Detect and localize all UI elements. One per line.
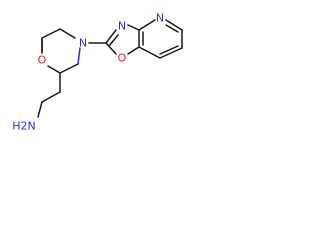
- bond-c2-o: [47, 65, 61, 74]
- atom-amine: H2N: [12, 120, 36, 133]
- bond-c7a-o1: [127, 46, 140, 55]
- atom-oxazole-nitrogen: N: [118, 20, 126, 33]
- structure-diagram: O N N O N H2N: [0, 0, 193, 146]
- atom-pyridine-nitrogen: N: [156, 12, 164, 25]
- bond-n4-c5: [165, 19, 183, 31]
- bond-c-c-top: [41, 28, 61, 39]
- bond-c6-c7: [159, 47, 183, 59]
- bond-c6-c7-double: [159, 45, 179, 55]
- bond-ch2-nh2: [37, 101, 43, 118]
- atom-morpholine-oxygen: O: [38, 54, 47, 67]
- bond-n3-c3a: [127, 24, 140, 31]
- bond-ch2-ch2: [41, 91, 61, 103]
- bond-o1-c2: [105, 42, 117, 55]
- bond-c7-c7a: [138, 46, 161, 59]
- bond-n4-c5-double: [165, 24, 179, 33]
- bond-c-c2: [59, 63, 79, 74]
- bond-c-n-top: [59, 28, 76, 39]
- atom-morpholine-nitrogen: N: [79, 37, 87, 50]
- bond-n-ring-right: [77, 47, 81, 65]
- atom-oxazole-oxygen: O: [118, 52, 127, 65]
- bond-c2-n3-double: [108, 34, 119, 47]
- molecule-canvas: O N N O N H2N: [12, 12, 183, 133]
- bond-c3a-n4: [138, 19, 156, 31]
- bond-c2-n3: [105, 29, 117, 44]
